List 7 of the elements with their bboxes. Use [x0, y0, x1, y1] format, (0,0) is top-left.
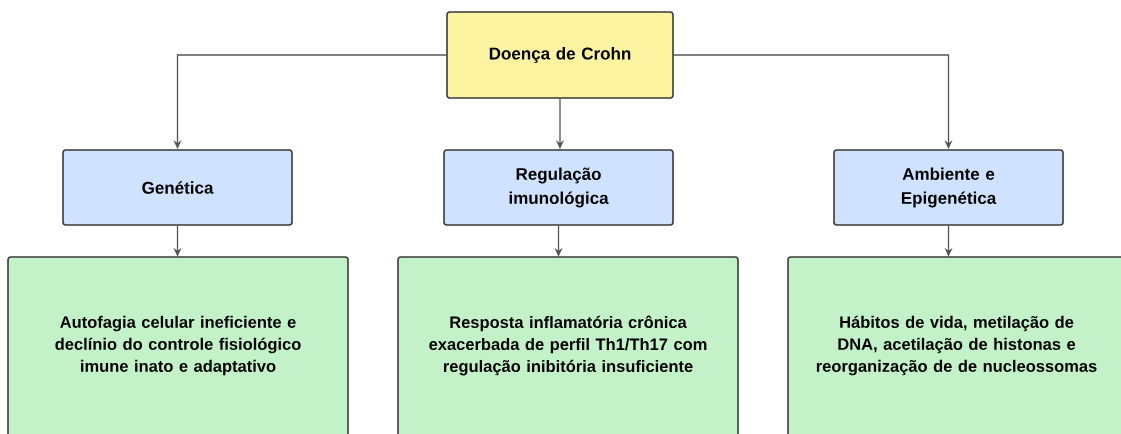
category-box: Genética [62, 149, 293, 226]
description-box: Hábitos de vida, metilação de DNA, acetilação de histonas e reorganização de de nucleossomas [787, 256, 1121, 434]
category-box: Regulação imunológica [443, 149, 674, 226]
title-box: Doença de Crohn [446, 11, 674, 99]
description-box: Autofagia celular ineficiente e declínio do controle fisiológico imune inato e adaptativo [7, 256, 349, 434]
description-box: Resposta inflamatória crônica exacerbada de perfil Th1/Th17 com regulação inibitória insuficiente [397, 256, 739, 434]
category-box: Ambiente e Epigenética [833, 149, 1064, 226]
